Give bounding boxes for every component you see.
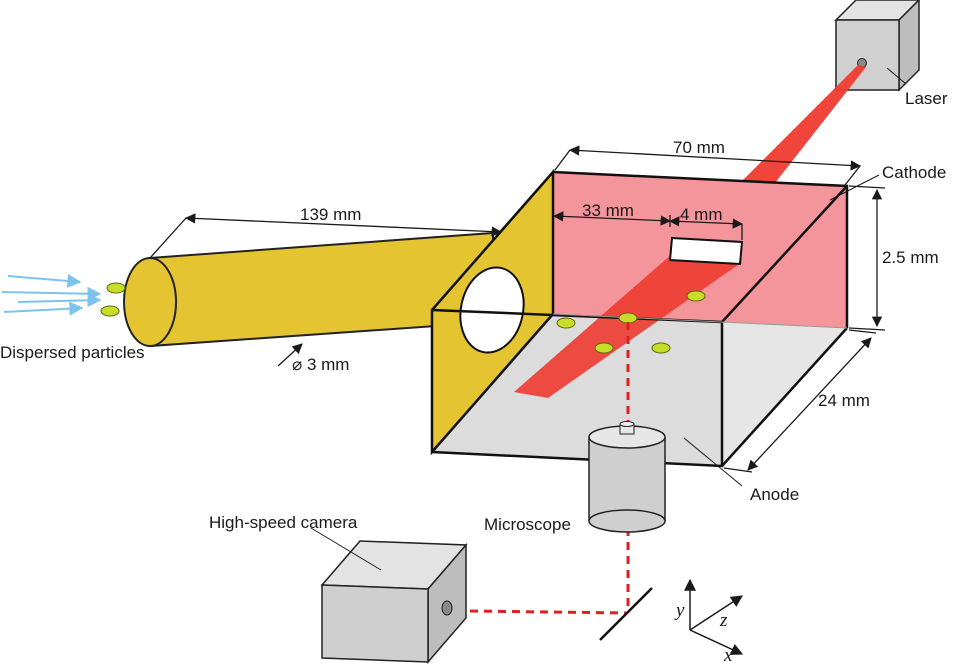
airflow-arrows: [1, 273, 102, 316]
particle: [618, 312, 638, 324]
anode-label: Anode: [750, 485, 799, 504]
particle: [100, 305, 120, 317]
particles-label: Dispersed particles: [0, 343, 145, 362]
mirror: [599, 587, 653, 641]
measurement-window: [668, 236, 744, 266]
particle: [651, 342, 671, 354]
microscope: [588, 421, 666, 533]
dim-139mm: 139 mm: [300, 205, 361, 224]
camera-label: High-speed camera: [209, 513, 358, 532]
axis-z-label: z: [719, 610, 728, 631]
inlet-tube: [123, 231, 494, 348]
optical-path: [469, 322, 630, 615]
particle: [686, 290, 706, 302]
dim-24mm: 24 mm: [818, 391, 870, 410]
dim-4mm: 4 mm: [680, 205, 723, 224]
axis-x-label: x: [723, 645, 733, 664]
dim-2-5mm: 2.5 mm: [882, 248, 939, 267]
axis-y-label: y: [674, 600, 685, 621]
particles: [100, 282, 706, 354]
dim-33mm: 33 mm: [582, 201, 634, 220]
laser-label: Laser: [905, 89, 948, 108]
dim-70mm: 70 mm: [673, 138, 725, 157]
dim-diameter: ⌀ 3 mm: [292, 355, 349, 374]
cathode-label: Cathode: [882, 163, 946, 182]
particle: [556, 317, 576, 329]
high-speed-camera: [320, 540, 468, 664]
leader-lines: [310, 67, 907, 571]
dimension-lines: [149, 145, 886, 473]
particle: [106, 282, 126, 294]
particle: [594, 342, 614, 354]
microscope-label: Microscope: [484, 515, 571, 534]
inlet-hole: [459, 266, 525, 354]
coordinate-axes: [684, 578, 744, 655]
